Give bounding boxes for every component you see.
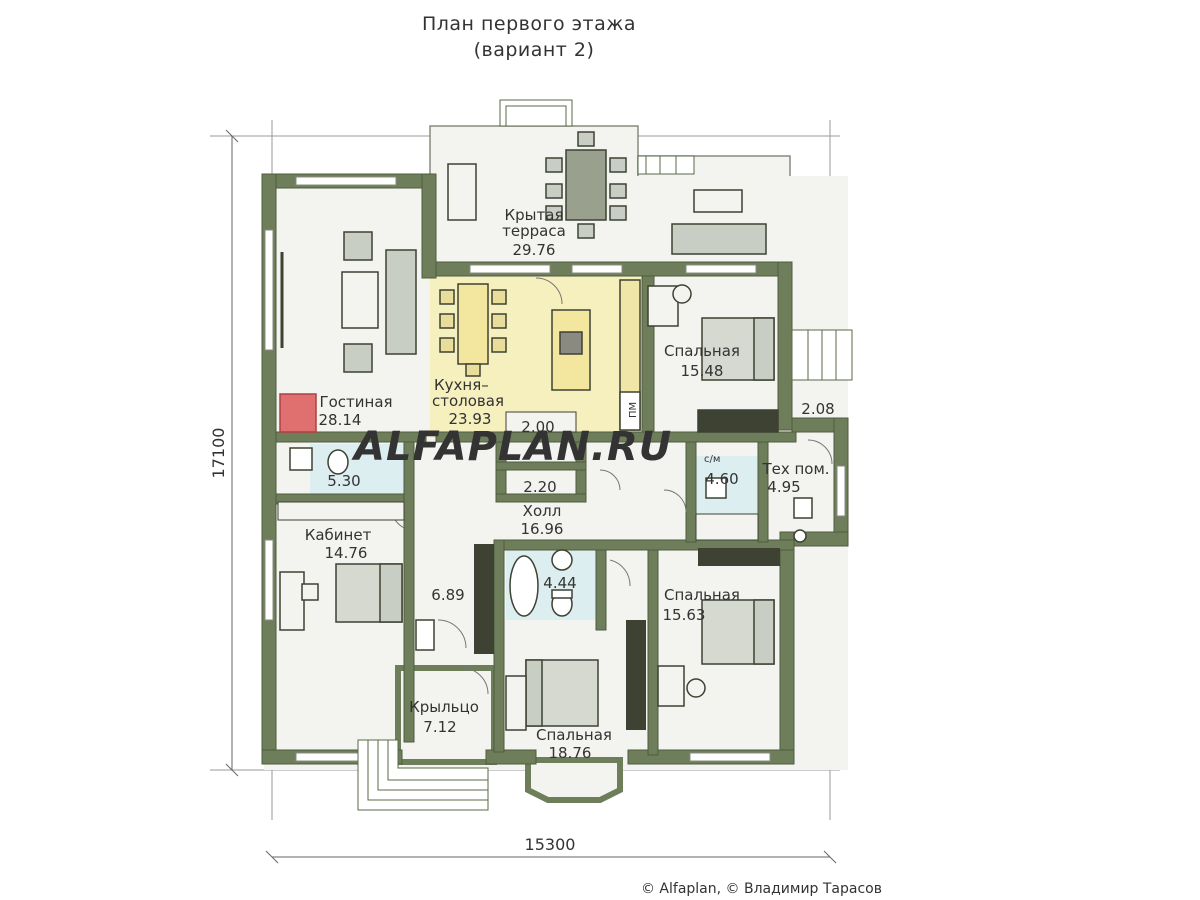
room-area-closet: 2.20 — [523, 478, 556, 496]
room-name-kitchen-line2: столовая — [432, 392, 504, 410]
kitchen-furniture — [439, 279, 641, 431]
room-area-bedroom-se: 15.63 — [663, 606, 706, 624]
room-name-hall: Холл — [523, 502, 562, 520]
room-area-wc-w: 5.30 — [327, 472, 360, 490]
room-name-living: Гостиная — [319, 393, 392, 411]
room-name-kitchen-line1: Кухня– — [434, 376, 489, 394]
room-area-office: 14.76 — [325, 544, 368, 562]
room-area-corridor: 6.89 — [431, 586, 464, 604]
room-name-bedroom-ne: Спальная — [664, 342, 740, 360]
watermark: ALFAPLAN.RU — [351, 424, 672, 470]
room-name-terrace-line1: Крытая — [505, 206, 564, 224]
room-area-living: 28.14 — [319, 411, 362, 429]
room-area-bath-c: 4.44 — [543, 574, 576, 592]
bedroom-s-furniture — [505, 659, 599, 731]
room-name-bedroom-s: Спальная — [536, 726, 612, 744]
fridge-label: ПМ — [628, 402, 639, 418]
dimension-height: 17100 — [209, 428, 228, 479]
windows — [264, 176, 846, 762]
wardrobes — [277, 411, 780, 730]
room-name-bedroom-se: Спальная — [664, 586, 740, 604]
room-area-terrace: 29.76 — [513, 241, 556, 259]
steps-entry — [357, 739, 489, 811]
room-area-hall: 16.96 — [521, 520, 564, 538]
bedroom-se-furniture — [657, 599, 775, 707]
living-furniture — [279, 231, 417, 433]
terrace-furniture — [447, 131, 767, 255]
room-name-entry: Крыльцо — [409, 698, 479, 716]
dimension-width: 15300 — [525, 835, 576, 854]
room-name-terrace-line2: терраса — [502, 222, 566, 240]
room-area-pantry: 2.00 — [521, 418, 554, 436]
room-name-tech: Тех пом. — [761, 460, 829, 478]
room-area-tech: 4.95 — [767, 478, 800, 496]
steps-east — [791, 329, 853, 381]
steps-north — [499, 99, 573, 127]
dimension-line-height — [225, 129, 239, 777]
room-area-kitchen: 23.93 — [449, 410, 492, 428]
steps-ne — [637, 155, 695, 175]
room-name-office: Кабинет — [305, 526, 372, 544]
room-area-entry: 7.12 — [423, 718, 456, 736]
copyright: © Alfaplan, © Владимир Тарасов — [641, 881, 882, 897]
room-area-bedroom-s: 18.76 — [549, 744, 592, 762]
plan-title-line2: (вариант 2) — [474, 39, 595, 61]
plan-title-line1: План первого этажа — [422, 13, 636, 35]
room-area-porch-e: 2.08 — [801, 400, 834, 418]
bedroom-ne-furniture — [647, 284, 779, 433]
room-area-bedroom-ne: 15.48 — [681, 362, 724, 380]
room-area-bath-e: 4.60 — [705, 470, 738, 488]
washer-label: с/м — [704, 454, 720, 465]
bath-fixtures — [289, 447, 813, 651]
office-furniture — [279, 563, 403, 631]
dimension-line-width — [265, 850, 837, 864]
